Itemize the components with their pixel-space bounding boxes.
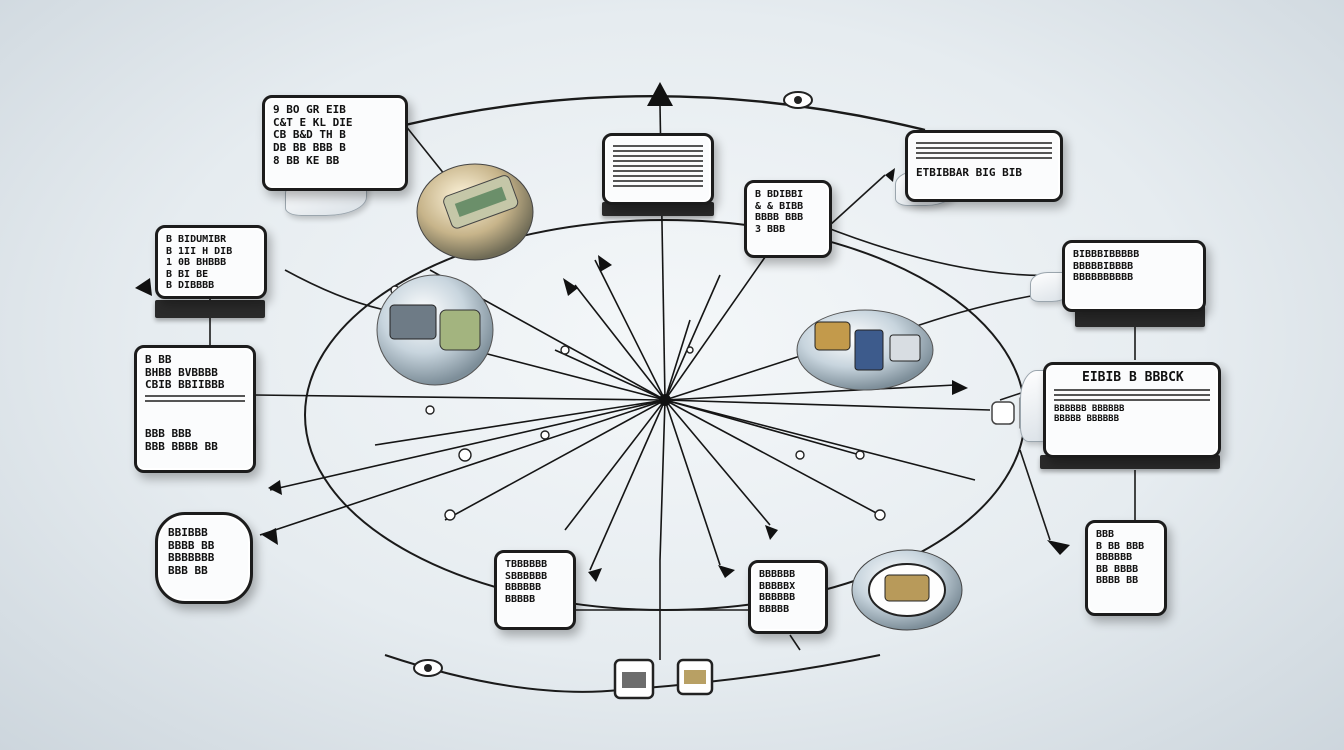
info-text-line: BBIBBB — [168, 526, 208, 539]
info-text-line: 1 0B BHBBB — [166, 257, 227, 268]
info-text-line: BBBBBB — [759, 569, 796, 580]
info-text-line: & & BIBB — [755, 200, 804, 212]
monitor-stand — [602, 202, 714, 216]
info-text-line: BBBBBBB — [168, 551, 215, 565]
info-box-top-center[interactable]: B BDIBBI & & BIBB BBBB BBB 3 BBB — [744, 180, 832, 258]
info-text-line: 9 BO GR EIB — [273, 103, 346, 116]
info-text-line: ETBIBBAR BIG BIB — [916, 166, 1022, 179]
info-text-line: EIBIB B BBBCK — [1082, 370, 1184, 385]
info-box-top-center-screen[interactable] — [602, 133, 714, 205]
info-text-line: BBBB BB — [168, 538, 215, 552]
info-box-right-center[interactable]: EIBIB B BBBCK BBBBBB BBBBBB BBBBB BBBBBB — [1043, 362, 1221, 458]
globe-icon — [416, 163, 534, 261]
info-text-line: B 1II H DIB — [166, 245, 233, 257]
info-text-line: BBBBBB BBBBBB — [1054, 403, 1125, 414]
device-icon — [613, 658, 655, 700]
text-rows — [1054, 388, 1210, 401]
info-box-mid-left[interactable]: B BIDUMIBR B 1II H DIB 1 0B BHBBB B BI B… — [155, 225, 267, 299]
info-text-line: BBBBBB — [759, 592, 796, 603]
info-text-line: BBBBB — [759, 603, 790, 615]
info-text-line: DB BB BBB B — [273, 140, 346, 154]
eye-node-icon-2 — [413, 659, 443, 677]
info-text-line: BBBB BBB — [755, 212, 804, 223]
info-text-line: BBBBBIBBBB — [1073, 260, 1134, 272]
info-text-line: BBB BBBB BB — [145, 439, 218, 453]
info-box-bottom-left[interactable]: BBIBBB BBBB BB BBBBBBB BBB BB — [155, 512, 253, 604]
info-text-line: BIBBBIBBBBB — [1073, 249, 1140, 260]
hub-rays — [254, 104, 991, 571]
info-text-line: 3 BBB — [755, 223, 786, 235]
info-text-line: BB BBBB — [1096, 563, 1139, 575]
info-text-line: CBIB BBIIBBB — [145, 378, 225, 392]
spreadsheet-rows — [613, 145, 703, 187]
info-text-line: BBBBBB — [1096, 552, 1133, 563]
info-box-bottom-center-2[interactable]: BBBBBB BBBBBX BBBBBB BBBBB — [748, 560, 828, 634]
arrow-head-icon — [135, 82, 1070, 582]
link-node-icon — [390, 285, 886, 521]
info-text-line: 8 BB KE BB — [273, 153, 340, 167]
text-rows — [916, 142, 1052, 159]
connector-lines — [209, 124, 1136, 660]
info-box-left[interactable]: B BB BHBB BVBBBB CBIB BBIIBBB BBB BBB BB… — [134, 345, 256, 473]
eye-node-icon — [783, 91, 813, 109]
info-box-bottom-right[interactable]: BBB B BB BBB BBBBBB BB BBBB BBBB BB — [1085, 520, 1167, 616]
info-text-line: BBB BBB — [145, 426, 192, 440]
globe-icon-4 — [851, 549, 963, 631]
info-text-line: BBBBB — [505, 593, 536, 605]
info-text-line: BBBBBB — [505, 582, 542, 593]
info-text-line: B BDIBBI — [755, 189, 804, 200]
info-text-line: B BB — [145, 353, 172, 366]
info-text-line: BBBB BB — [1096, 575, 1139, 586]
info-text-line: B BI BE — [166, 268, 209, 280]
info-text-line: SBBBBBB — [505, 570, 548, 582]
info-text-line: C&T E KL DIE — [273, 115, 353, 129]
hub-node — [659, 394, 671, 406]
monitor-stand — [155, 300, 265, 318]
info-text-line: BBBBB BBBBBB — [1054, 414, 1120, 425]
info-text-line: TBBBBBB — [505, 559, 548, 570]
info-text-line: BHBB BVBBBB — [145, 365, 218, 379]
info-box-top-right[interactable]: ETBIBBAR BIG BIB — [905, 130, 1063, 202]
info-box-right[interactable]: BIBBBIBBBBB BBBBBIBBBB BBBBBBBBBB — [1062, 240, 1206, 312]
text-rows — [145, 394, 245, 402]
globe-icon-2 — [376, 274, 494, 386]
info-box-bottom-center-1[interactable]: TBBBBBB SBBBBBB BBBBBB BBBBB — [494, 550, 576, 630]
globe-icon-3 — [796, 309, 934, 391]
info-box-top-left[interactable]: 9 BO GR EIB C&T E KL DIE CB B&D TH B DB … — [262, 95, 408, 191]
info-text-line: B DIBBBB — [166, 280, 215, 291]
info-text-line: BBB — [1096, 529, 1115, 540]
info-text-line: CB B&D TH B — [273, 128, 346, 142]
info-text-line: BBBBBX — [759, 580, 796, 592]
monitor-stand — [1040, 455, 1220, 469]
info-text-line: BBB BB — [168, 563, 208, 577]
info-text-line: B BIDUMIBR — [166, 234, 227, 245]
device-icon-2 — [676, 658, 714, 696]
info-text-line: BBBBBBBBBB — [1073, 272, 1134, 283]
info-text-line: B BB BBB — [1096, 540, 1145, 552]
